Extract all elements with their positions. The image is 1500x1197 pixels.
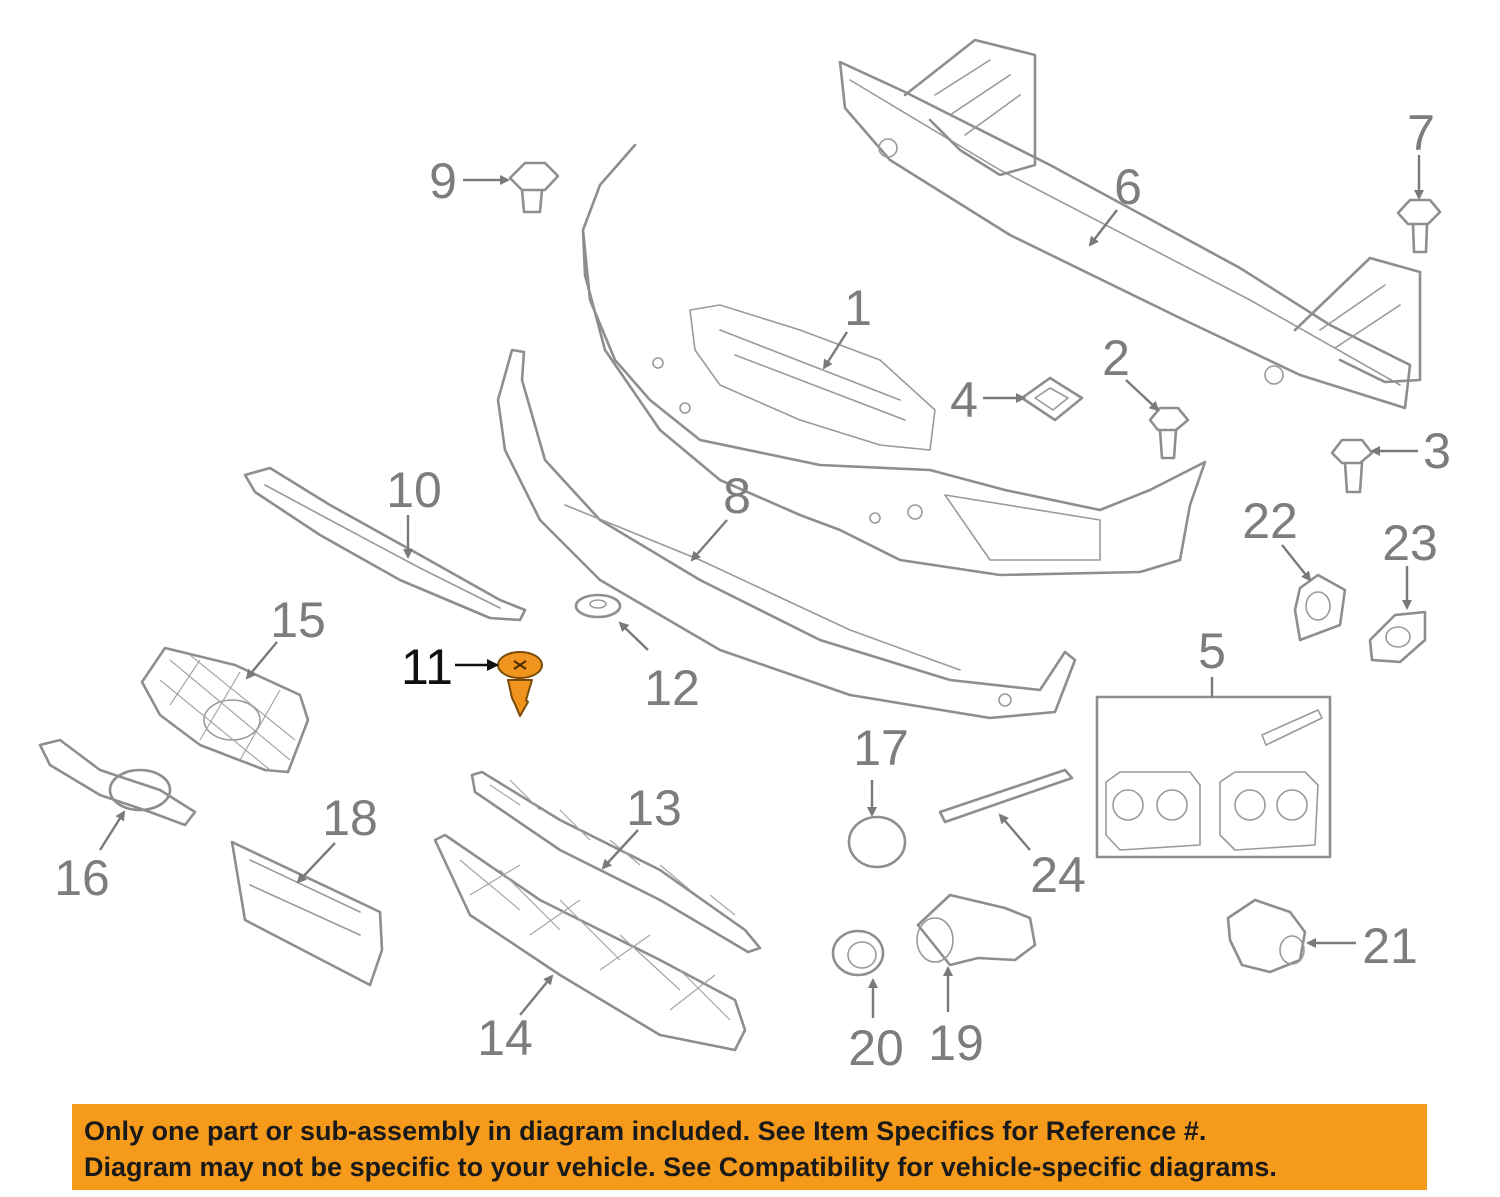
part-3-bolt bbox=[1330, 438, 1374, 494]
callout-4: 4 bbox=[950, 372, 978, 428]
callout-17: 17 bbox=[853, 720, 909, 776]
callout-12: 12 bbox=[644, 660, 700, 716]
part-5-subassembly bbox=[1095, 695, 1332, 859]
part-2-bolt bbox=[1148, 406, 1190, 460]
callout-10: 10 bbox=[386, 462, 442, 518]
part-7-bolt bbox=[1396, 198, 1442, 254]
part-24-trim-strip bbox=[938, 768, 1074, 824]
part-21-sensor bbox=[1226, 898, 1307, 974]
part-14-lower-grille bbox=[433, 833, 747, 1052]
part-9-bolt bbox=[508, 161, 560, 214]
part-15-fog-grille bbox=[140, 646, 310, 774]
part-18-plate-bracket bbox=[230, 840, 384, 987]
callout-5: 5 bbox=[1198, 623, 1226, 679]
callout-19: 19 bbox=[928, 1015, 984, 1071]
callout-labels: 1 2 3 4 5 6 7 8 9 10 11 12 13 14 15 16 1… bbox=[54, 105, 1451, 1076]
callout-21: 21 bbox=[1362, 918, 1418, 974]
part-11-screw bbox=[497, 651, 543, 717]
callout-22: 22 bbox=[1242, 493, 1298, 549]
part-12-grommet bbox=[574, 593, 622, 619]
callout-6: 6 bbox=[1114, 159, 1142, 215]
disclaimer-banner: Only one part or sub-assembly in diagram… bbox=[72, 1104, 1427, 1190]
callout-9: 9 bbox=[429, 153, 457, 209]
callout-20: 20 bbox=[848, 1020, 904, 1076]
part-4-bracket bbox=[1020, 376, 1084, 422]
part-16-fog-ring bbox=[38, 738, 197, 827]
callout-13: 13 bbox=[626, 780, 682, 836]
callout-1: 1 bbox=[844, 280, 872, 336]
part-23-gasket bbox=[1368, 610, 1427, 664]
callout-14: 14 bbox=[477, 1010, 533, 1066]
callout-2: 2 bbox=[1102, 330, 1130, 386]
disclaimer-line-1: Only one part or sub-assembly in diagram… bbox=[84, 1116, 1207, 1146]
callout-11: 11 bbox=[401, 639, 453, 695]
part-1-bumper-cover bbox=[581, 143, 1207, 577]
callout-24: 24 bbox=[1030, 847, 1086, 903]
part-8-lower-spoiler bbox=[496, 348, 1077, 720]
part-6-reinforcement-bar bbox=[838, 38, 1422, 410]
callout-15: 15 bbox=[270, 592, 326, 648]
part-22-bracket bbox=[1293, 573, 1347, 642]
part-19-sensor bbox=[916, 893, 1037, 967]
callout-18: 18 bbox=[322, 790, 378, 846]
part-17-cap bbox=[847, 815, 907, 869]
callout-7: 7 bbox=[1407, 105, 1435, 161]
callout-8: 8 bbox=[723, 468, 751, 524]
part-10-trim-strip bbox=[243, 466, 527, 622]
part-20-ring bbox=[831, 929, 885, 977]
part-13-upper-grille bbox=[470, 770, 762, 954]
callout-16: 16 bbox=[54, 850, 110, 906]
leader-lines bbox=[98, 155, 1424, 1018]
callout-3: 3 bbox=[1423, 423, 1451, 479]
callout-23: 23 bbox=[1382, 515, 1438, 571]
disclaimer-line-2: Diagram may not be specific to your vehi… bbox=[84, 1152, 1277, 1182]
